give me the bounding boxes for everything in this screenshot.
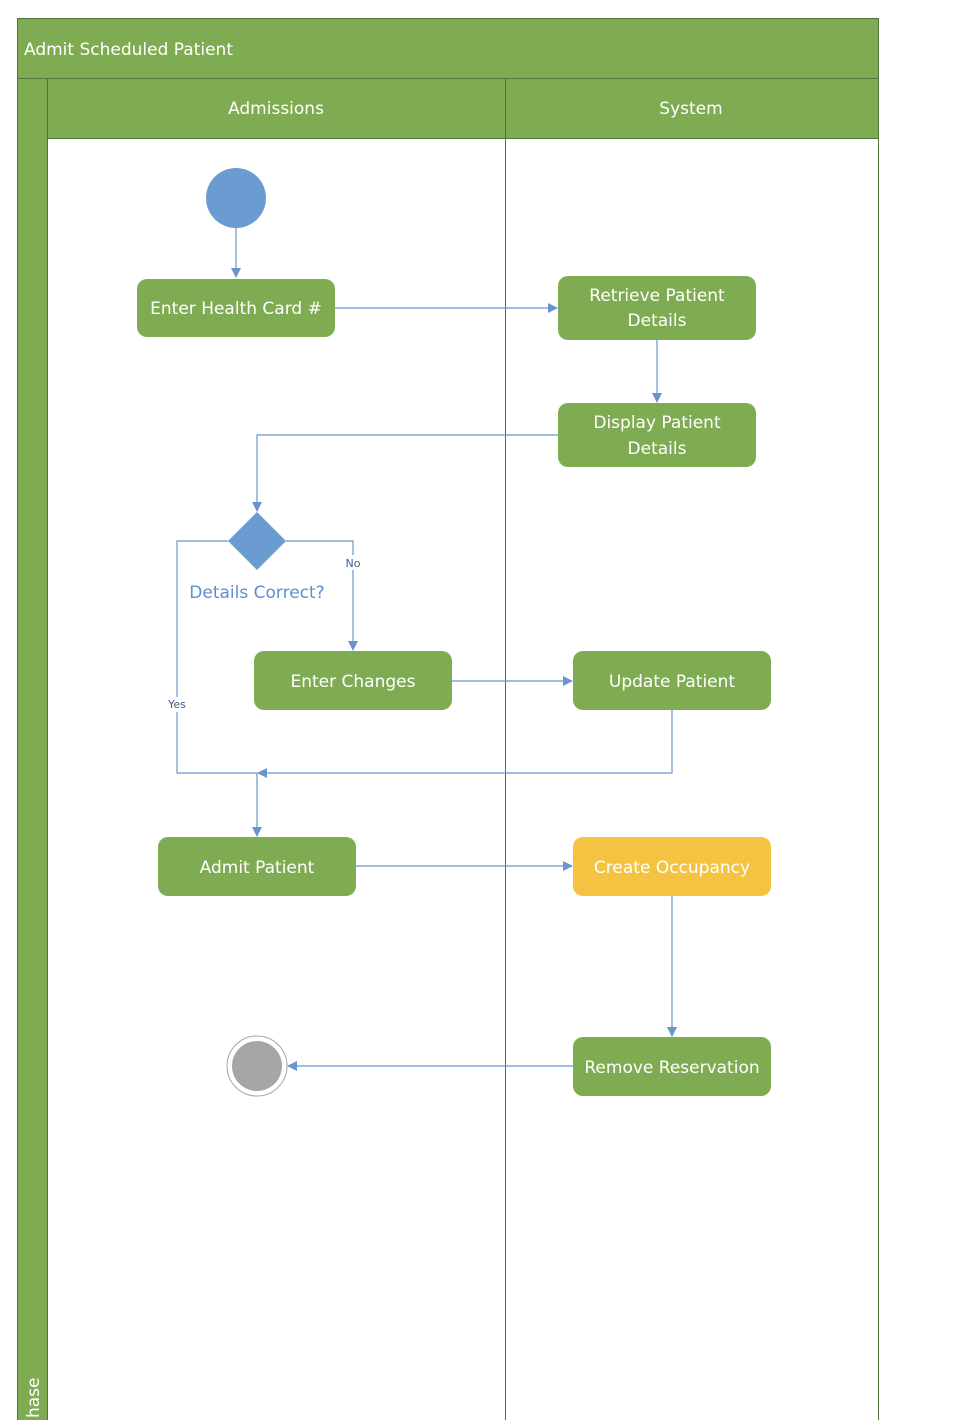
svg-text:Enter Health Card #: Enter Health Card # bbox=[150, 299, 322, 319]
svg-text:Details: Details bbox=[628, 311, 687, 331]
lane-header-system bbox=[505, 78, 879, 139]
svg-text:Display Patient: Display Patient bbox=[593, 413, 721, 433]
swimlane-pool bbox=[17, 18, 879, 1420]
edges bbox=[176, 228, 677, 1071]
node-update-patient: Update Patient bbox=[573, 651, 771, 710]
pool-title-bar bbox=[17, 18, 879, 79]
phase-label: hase bbox=[24, 1377, 44, 1418]
svg-text:Update Patient: Update Patient bbox=[609, 672, 735, 692]
node-enter-changes: Enter Changes bbox=[254, 651, 452, 710]
decision-label: Details Correct? bbox=[189, 583, 324, 603]
svg-text:Create Occupancy: Create Occupancy bbox=[594, 858, 750, 878]
node-admit-patient: Admit Patient bbox=[158, 837, 356, 896]
phase-strip bbox=[17, 78, 48, 1420]
edge-update-to-merge bbox=[257, 710, 673, 778]
pool-title: Admit Scheduled Patient bbox=[24, 40, 233, 60]
decision-node bbox=[228, 512, 286, 570]
node-remove-reservation: Remove Reservation bbox=[573, 1037, 771, 1096]
edge-label-yes: Yes bbox=[167, 698, 186, 711]
svg-text:Admit Patient: Admit Patient bbox=[200, 858, 315, 878]
lane-label-system: System bbox=[659, 99, 722, 119]
svg-text:Details: Details bbox=[628, 439, 687, 459]
node-enter-health-card: Enter Health Card # bbox=[137, 279, 335, 337]
edge-display-to-decision bbox=[252, 434, 558, 512]
svg-text:Enter Changes: Enter Changes bbox=[291, 672, 416, 692]
edge-decision-yes bbox=[176, 540, 257, 774]
svg-text:Remove Reservation: Remove Reservation bbox=[584, 1058, 759, 1078]
lane-label-admissions: Admissions bbox=[228, 99, 324, 119]
node-retrieve-patient-details: Retrieve Patient Details bbox=[558, 276, 756, 340]
node-create-occupancy: Create Occupancy bbox=[573, 837, 771, 896]
node-display-patient-details: Display Patient Details bbox=[558, 403, 756, 467]
edge-decision-no bbox=[286, 540, 358, 651]
end-node bbox=[226, 1035, 288, 1097]
svg-text:Retrieve Patient: Retrieve Patient bbox=[589, 286, 725, 306]
start-node bbox=[206, 168, 266, 228]
edge-label-no: No bbox=[346, 557, 361, 570]
lane-header-admissions bbox=[47, 78, 506, 139]
